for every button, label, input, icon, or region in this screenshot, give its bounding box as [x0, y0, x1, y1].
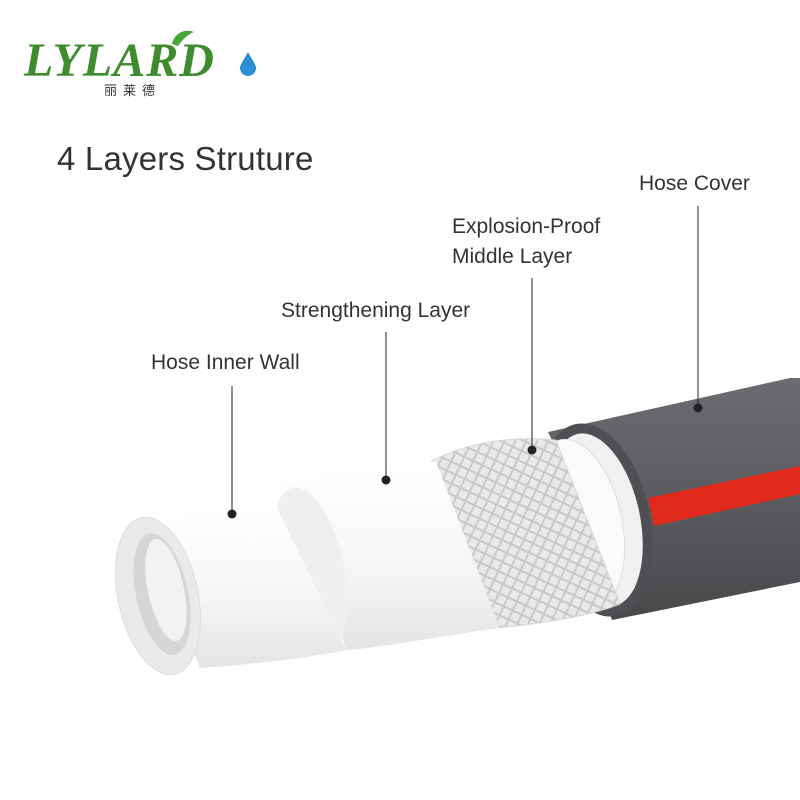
label-strengthening-layer: Strengthening Layer — [281, 299, 471, 322]
label-hose-cover: Hose Cover — [639, 172, 750, 195]
label-hose-inner-wall: Hose Inner Wall — [151, 351, 300, 374]
callout-inner-wall — [227, 386, 237, 519]
label-explosion-proof-line2: Middle Layer — [452, 245, 573, 268]
leaf-icon — [172, 30, 194, 46]
page-title: 4 Layers Struture — [57, 140, 314, 177]
red-stripe — [648, 466, 800, 526]
water-drop-icon — [240, 52, 256, 76]
callout-strengthening — [381, 332, 391, 485]
hose-inner-wall-layer — [114, 461, 500, 676]
label-explosion-proof: Explosion-Proof Middle Layer — [452, 212, 600, 272]
logo-chinese-text: 丽莱德 — [104, 84, 162, 99]
lylard-logo: LYLARD — [23, 30, 256, 87]
callout-hose-cover — [693, 206, 703, 413]
label-explosion-proof-line1: Explosion-Proof — [452, 215, 601, 238]
logo-wordmark-text: LYLARD — [23, 34, 215, 87]
callout-explosion-proof — [527, 278, 537, 455]
